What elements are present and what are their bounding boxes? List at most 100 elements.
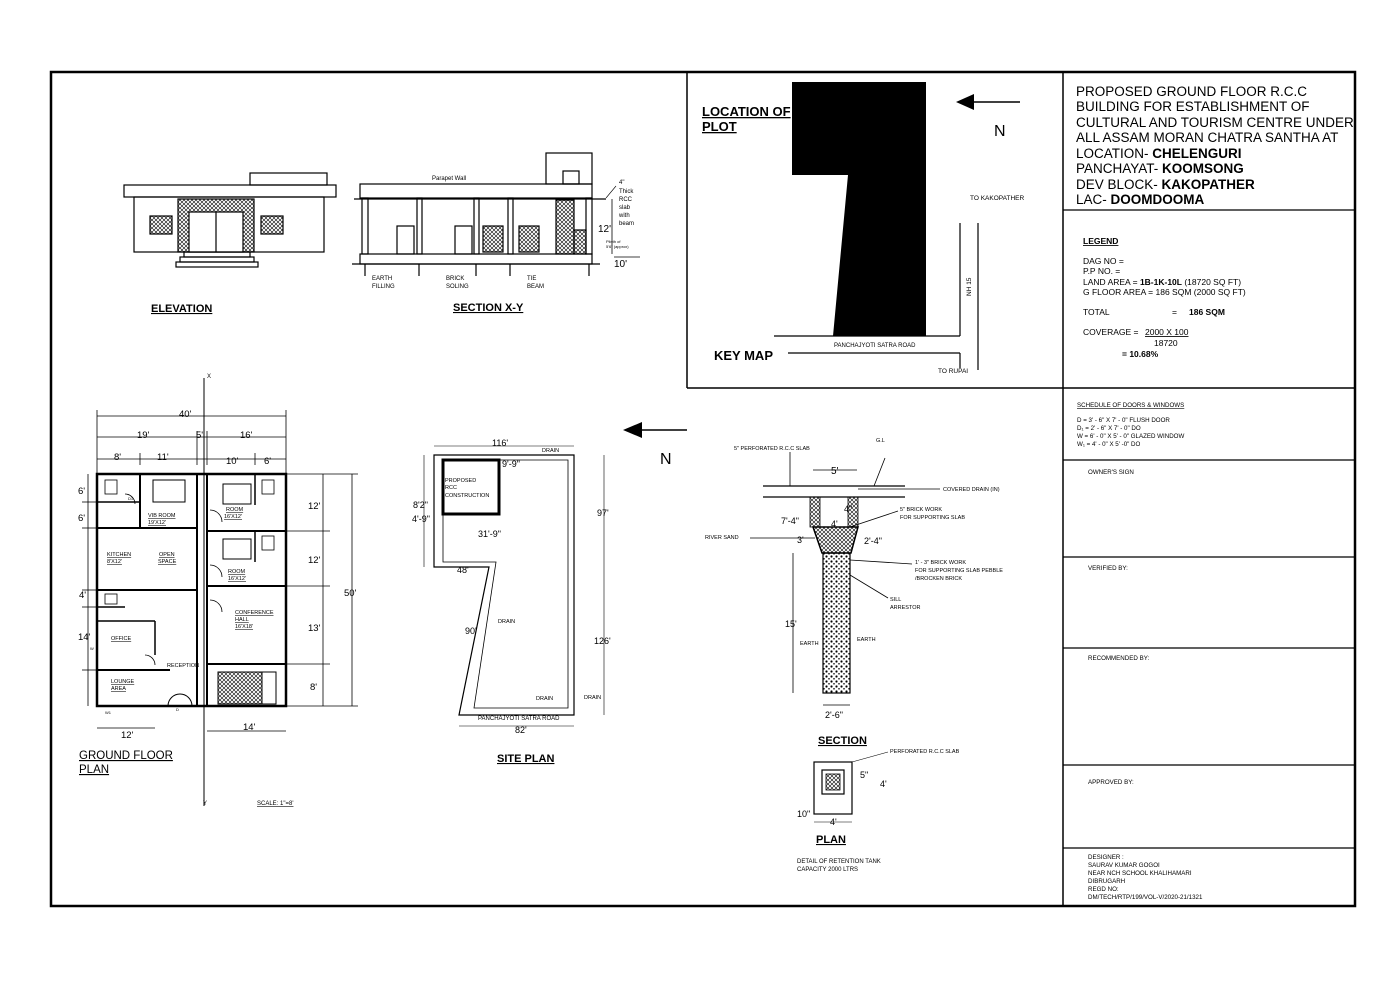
tank-plan-slab-label: PERFORATED R.C.C SLAB [890, 749, 960, 755]
tank-brick2-label: FOR SUPPORTING SLAB PEBBLE [915, 568, 1003, 574]
legend-pp-no: P.P NO. = [1083, 266, 1120, 276]
schedule-item: W₁ = 4' - 0" X 5' -0" DO [1077, 441, 1141, 448]
section-roof-slab [359, 183, 593, 199]
room-label-conference: HALL [235, 617, 249, 623]
legend-g-floor-area: G FLOOR AREA = 186 SQM (2000 SQ FT) [1083, 287, 1246, 297]
plot-label: PLOT [702, 119, 737, 134]
section-door-1 [396, 225, 415, 255]
title-line-3: CULTURAL AND TOURISM CENTRE UNDER [1076, 115, 1354, 130]
section-xy-notes: Parapet Wall 4" Thick RCC slab with beam… [372, 176, 634, 290]
tank-brick-label: FOR SUPPORTING SLAB [900, 515, 965, 521]
retention-tank-section [750, 452, 940, 706]
north-arrow-head-icon [956, 94, 974, 110]
drain-label: DRAIN [536, 696, 553, 702]
proposed-label: RCC [445, 485, 457, 491]
elevation-view [123, 172, 337, 268]
elevation-step-3 [175, 261, 259, 268]
signatures: OWNER'S SIGN VERIFIED BY: RECOMMENDED BY… [1088, 469, 1149, 786]
dim-r-12b: 12' [308, 555, 321, 566]
tie-beam-label: BEAM [527, 284, 544, 290]
site-boundary-outer [433, 454, 575, 716]
title-line-1: PROPOSED GROUND FLOOR R.C.C [1076, 84, 1307, 99]
site-plan [423, 445, 605, 727]
room-label-lounge: AREA [111, 686, 126, 692]
tank-earth-right: EARTH [857, 637, 876, 643]
title-line-2: BUILDING FOR ESTABLISHMENT OF [1076, 99, 1310, 114]
dim-passage-width: 5' [196, 430, 203, 441]
section-stair [555, 199, 575, 255]
slab-note: Thick [619, 189, 634, 195]
designer-line: NEAR NCH SCHOOL KHALIHAMARI [1088, 870, 1192, 877]
designer-line: DM/TECH/RTP/199/VOL-V/2020-21/1321 [1088, 894, 1203, 901]
approved-by-label: APPROVED BY: [1088, 779, 1134, 786]
site-north-arrow-head-icon [623, 422, 642, 438]
dim-r-13: 13' [308, 623, 321, 634]
legend: LEGEND DAG NO = P.P NO. = LAND AREA = 1B… [1083, 236, 1246, 359]
tank-plan-4r: 4' [880, 779, 887, 789]
bed-icon [152, 479, 186, 503]
tank-plan-outer [813, 761, 853, 815]
door-swing [209, 509, 223, 523]
legend-coverage-num: 2000 X 100 [1145, 327, 1189, 337]
tank-slab-label: 5" PERFORATED R.C.C SLAB [734, 446, 810, 452]
dim-overall-width: 40' [179, 409, 192, 420]
designer-line: REGD NO: [1088, 886, 1119, 893]
tank-plan-5: 5" [860, 770, 868, 780]
to-kakopather-label: TO KAKOPATHER [970, 195, 1024, 202]
wc-icon [261, 479, 275, 495]
dim-h-4: 4' [79, 590, 86, 601]
tank-sill-label: ARRESTOR [890, 605, 920, 611]
slab-note: with [618, 213, 630, 219]
elevation-step-1 [183, 251, 251, 258]
tank-gl-label: G.L [876, 438, 885, 444]
section-stair-tower [545, 152, 593, 185]
tie-beam-label: TIE [527, 276, 536, 282]
section-depth-label: 10' [614, 259, 627, 270]
section-tower-window [562, 170, 580, 185]
tank-plan-4b: 4' [830, 817, 837, 827]
site-dim-126: 126' [594, 636, 611, 646]
tank-section-title: SECTION [818, 735, 867, 747]
recommended-by-label: RECOMMENDED BY: [1088, 655, 1149, 662]
verified-by-label: VERIFIED BY: [1088, 565, 1128, 572]
legend-coverage-den: 18720 [1154, 338, 1178, 348]
room-label-open-space: SPACE [158, 559, 177, 565]
plinth-note: 5'6" (approx) [606, 244, 629, 249]
section-xy-title: SECTION X-Y [453, 302, 524, 314]
room-label-room-b: ROOM [228, 569, 246, 575]
tank-plan-inner [821, 769, 845, 795]
section-xy-view [352, 152, 640, 276]
tank-covered-drain-label: COVERED DRAIN (IN) [943, 487, 1000, 493]
tank-plan-title: PLAN [816, 834, 846, 846]
satra-road-label: PANCHAJYOTI SATRA ROAD [834, 343, 916, 349]
section-wall-right [585, 197, 593, 255]
dim-h-6b: 6' [78, 513, 85, 524]
tank-earth-left: EARTH [800, 641, 819, 647]
dim-left-width: 19' [137, 430, 150, 441]
retention-tank-plan [813, 751, 889, 823]
drain-label: DRAIN [498, 619, 515, 625]
dim-sub-10: 10' [226, 456, 239, 467]
site-dim-top-label: 116' [492, 438, 508, 448]
ground-floor-plan [82, 378, 358, 806]
dim-overall-depth: 50' [344, 588, 357, 599]
title-lac: LAC- DOOMDOOMA [1076, 192, 1205, 207]
bed-icon [222, 483, 252, 505]
room-label-conference: 16'X18' [235, 624, 253, 630]
site-dim-4-9: 4'-9" [412, 514, 430, 524]
brick-soling-label: SOLING [446, 284, 469, 290]
slab-note: 4" [619, 180, 624, 186]
tank-brick2-label: /BROCKEN BRICK [915, 576, 962, 582]
axis-x-label: X [207, 374, 211, 380]
site-plan-title: SITE PLAN [497, 753, 555, 765]
room-label-open-space: OPEN [159, 552, 175, 558]
room-label-vib: 19'X12' [148, 520, 166, 526]
site-dim-inner-label: 9'-9" [502, 459, 520, 469]
elevation-window-left [149, 215, 173, 235]
tank-plan-core [825, 773, 841, 791]
section-door-2 [454, 225, 473, 255]
dim-right-width: 16' [240, 430, 253, 441]
parapet-label: Parapet Wall [432, 176, 466, 182]
designer-line: DESIGNER : [1088, 854, 1124, 861]
